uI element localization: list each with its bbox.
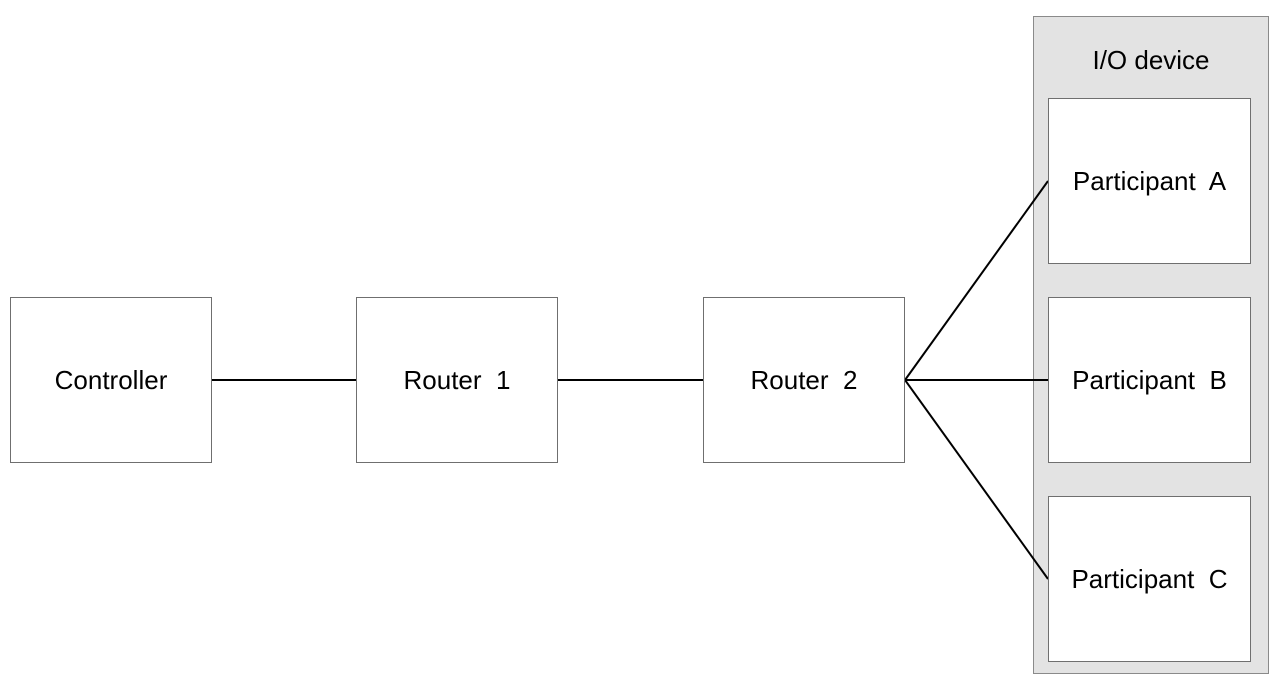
- io-device-title: I/O device: [1092, 45, 1210, 75]
- edge-router-2-participant-a: [904, 180, 1049, 381]
- router-1-node: Router 1: [356, 297, 558, 463]
- participant-c-node: Participant C: [1048, 496, 1251, 662]
- router-2-node: Router 2: [703, 297, 905, 463]
- participant-a-node: Participant A: [1048, 98, 1251, 264]
- participant-b-node: Participant B: [1048, 297, 1251, 463]
- controller-node: Controller: [10, 297, 212, 463]
- edge-router-2-participant-c: [904, 379, 1049, 580]
